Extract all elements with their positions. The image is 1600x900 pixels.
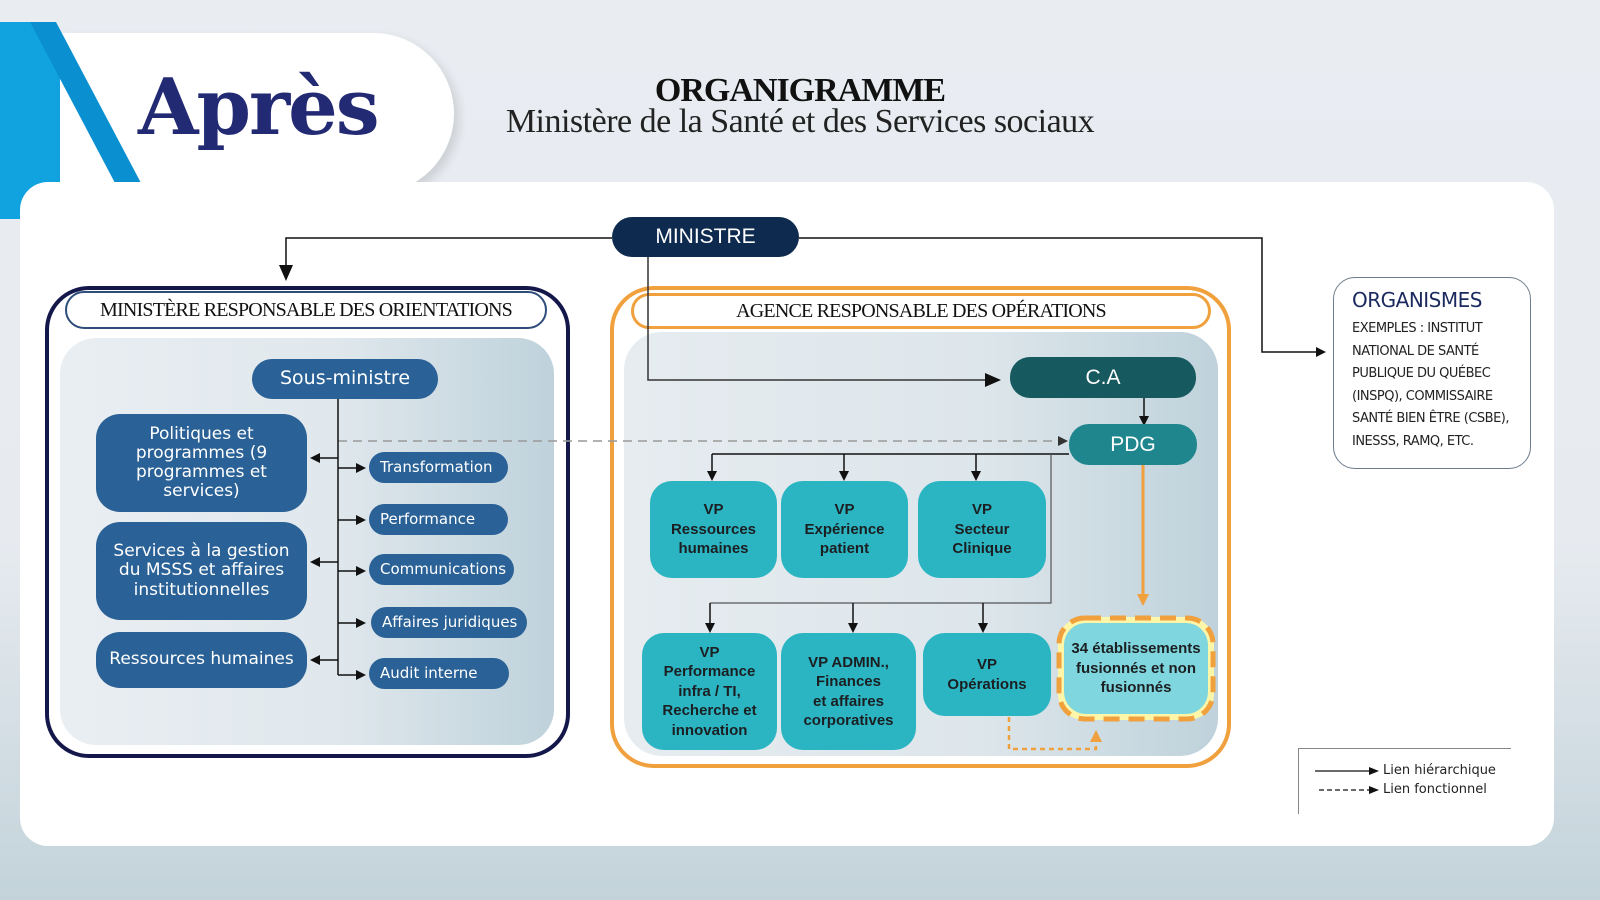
vp-performance-infra-node: VP Performance infra / TI, Recherche et … — [642, 633, 777, 750]
organismes-box: ORGANISMES EXEMPLES : INSTITUT NATIONAL … — [1333, 277, 1531, 469]
dashed-arrow-icon — [1319, 785, 1379, 794]
vp-operations-node: VP Opérations — [923, 633, 1051, 716]
legend: Lien hiérarchique Lien fonctionnel — [1298, 748, 1511, 814]
legend-hierarchical: Lien hiérarchique — [1313, 763, 1496, 778]
organismes-title: ORGANISMES — [1352, 288, 1482, 312]
ministre-node: MINISTRE — [612, 217, 799, 257]
ministry-label: MINISTÈRE RESPONSABLE DES ORIENTATIONS — [65, 291, 547, 329]
affaires-juridiques-node: Affaires juridiques — [371, 607, 527, 638]
ca-node: C.A — [1010, 357, 1196, 398]
legend-hierarchical-label: Lien hiérarchique — [1383, 763, 1496, 778]
vp-ressources-humaines-node: VP Ressources humaines — [650, 481, 777, 578]
performance-node: Performance — [369, 504, 508, 535]
ressources-humaines-node: Ressources humaines — [96, 632, 307, 688]
transformation-node: Transformation — [369, 452, 508, 483]
pdg-node: PDG — [1069, 424, 1197, 465]
agency-label: AGENCE RESPONSABLE DES OPÉRATIONS — [631, 293, 1211, 329]
apres-badge: Après — [138, 62, 380, 153]
politiques-programmes-node: Politiques et programmes (9 programmes e… — [96, 414, 307, 512]
communications-node: Communications — [369, 554, 514, 585]
page-title: ORGANIGRAMME — [654, 72, 946, 109]
vp-experience-patient-node: VP Expérience patient — [781, 481, 908, 578]
establishments-dashed-border — [1056, 615, 1216, 722]
vp-admin-finances-node: VP ADMIN., Finances et affaires corporat… — [781, 633, 916, 750]
services-gestion-node: Services à la gestion du MSSS et affaire… — [96, 522, 307, 620]
establishments-node: 34 établissements fusionnés et non fusio… — [1064, 623, 1208, 714]
solid-arrow-icon — [1315, 766, 1379, 775]
legend-functional: Lien fonctionnel — [1313, 782, 1487, 797]
organismes-description: EXEMPLES : INSTITUT NATIONAL DE SANTÉ PU… — [1352, 321, 1510, 449]
legend-functional-label: Lien fonctionnel — [1383, 782, 1487, 797]
audit-interne-node: Audit interne — [369, 658, 509, 689]
sous-ministre-node: Sous-ministre — [252, 359, 438, 399]
page-subtitle: Ministère de la Santé et des Services so… — [505, 103, 1095, 140]
vp-secteur-clinique-node: VP Secteur Clinique — [918, 481, 1046, 578]
